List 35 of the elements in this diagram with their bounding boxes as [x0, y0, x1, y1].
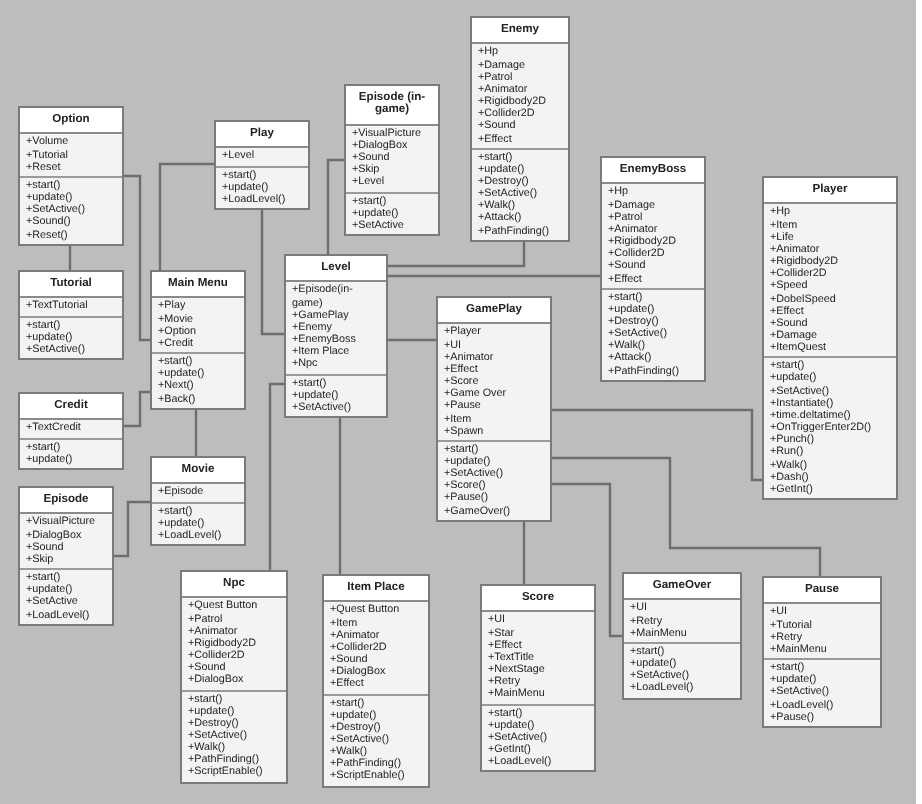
connector-line [552, 482, 622, 638]
class-box [470, 16, 570, 242]
connector-line [552, 408, 762, 482]
class-box [762, 176, 898, 500]
class-box [622, 572, 742, 699]
connector-line [194, 409, 198, 456]
connector-line [326, 158, 344, 254]
class-box [322, 574, 430, 788]
class-box [150, 456, 246, 547]
connector-line [124, 390, 150, 428]
connector-line [338, 417, 342, 574]
connector-line [388, 338, 436, 342]
connector-line [158, 162, 214, 270]
connector-line [268, 382, 284, 570]
connector-line [124, 174, 150, 342]
connector-line [260, 210, 284, 336]
connector-line [388, 274, 600, 278]
connector-line [522, 521, 526, 584]
class-box [18, 392, 124, 470]
class-box [344, 84, 440, 237]
connector-line [388, 241, 526, 268]
class-box [180, 570, 288, 784]
class-box [150, 270, 246, 410]
class-box [600, 156, 706, 382]
class-box [436, 296, 552, 522]
class-box [762, 576, 882, 728]
connector-line [68, 245, 72, 270]
class-box [284, 254, 388, 418]
class-box [18, 270, 124, 361]
class-box [18, 106, 124, 246]
connector-line [552, 456, 822, 576]
class-box [480, 584, 596, 773]
connector-line [114, 500, 150, 558]
class-box [18, 486, 114, 626]
class-box [214, 120, 310, 211]
